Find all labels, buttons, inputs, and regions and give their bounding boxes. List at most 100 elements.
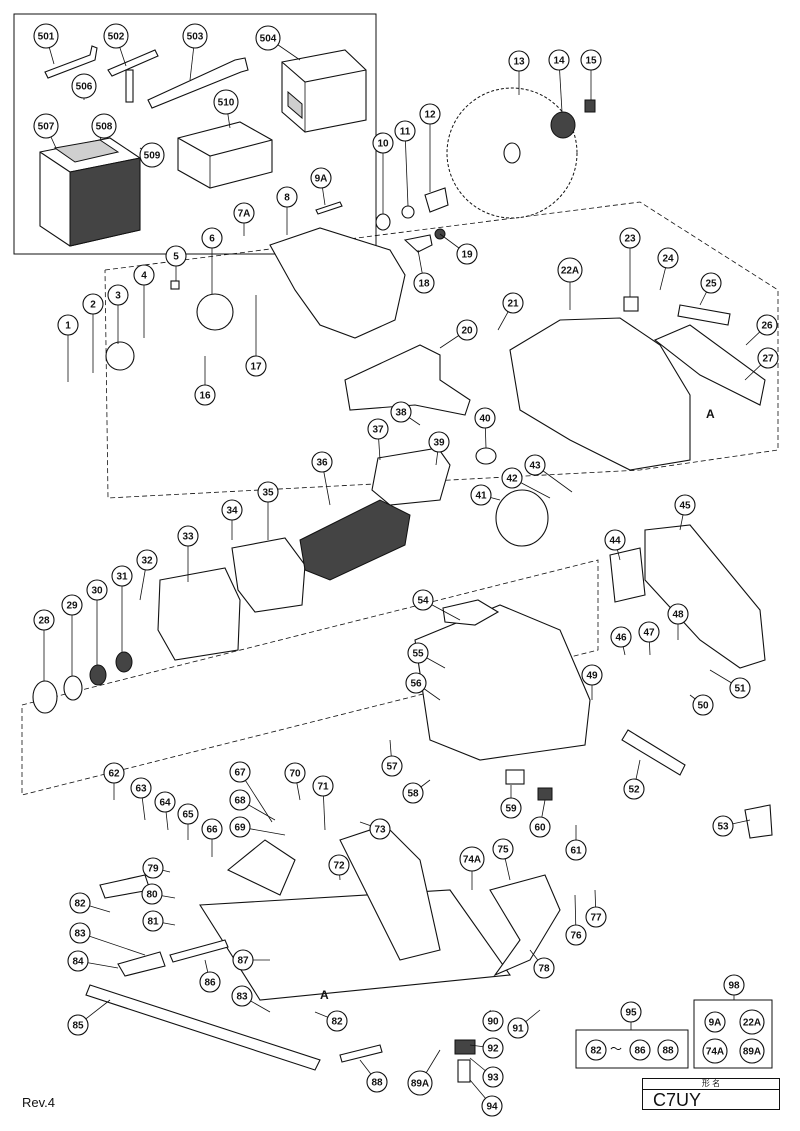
washer-11-drawing <box>401 205 415 219</box>
callout-circle <box>704 1011 726 1033</box>
callout-number: 80 <box>146 890 158 901</box>
callout-circle <box>394 120 416 142</box>
callout-502: 502 <box>103 23 129 67</box>
callout-number: 18 <box>418 279 430 290</box>
callout-number: 10 <box>377 139 389 150</box>
callout-circle <box>142 910 164 932</box>
cord-52-drawing <box>621 729 686 776</box>
callout-30: 30 <box>86 579 108 665</box>
callout-circle <box>107 284 129 306</box>
callout-number: 21 <box>507 299 519 310</box>
callout-circle <box>61 594 83 616</box>
callout-circle <box>739 1038 765 1064</box>
group-95-item-82: 82 <box>585 1039 607 1061</box>
callout-circle <box>312 775 334 797</box>
callout-circle <box>533 957 555 979</box>
callout-number: 85 <box>72 1021 84 1032</box>
callout-circle <box>585 906 607 928</box>
callout-circle <box>756 314 778 336</box>
callout-26: 26 <box>745 314 778 346</box>
callout-84: 84 <box>67 950 119 972</box>
callout-circle <box>565 839 587 861</box>
hex-wrench-501-drawing <box>44 45 98 79</box>
callout-circle <box>500 797 522 819</box>
callout-circle <box>257 481 279 503</box>
callout-circle <box>71 73 97 99</box>
callout-number: 46 <box>615 633 627 644</box>
callout-61: 61 <box>565 825 587 861</box>
ring-10-drawing <box>375 213 391 231</box>
callout-79: 79 <box>142 857 171 879</box>
callout-76: 76 <box>565 894 587 946</box>
callout-circle <box>103 23 129 49</box>
callout-number: 48 <box>672 610 684 621</box>
callout-number: 92 <box>487 1044 499 1055</box>
callout-circle <box>413 272 435 294</box>
callout-circle <box>311 451 333 473</box>
callout-circle <box>700 272 722 294</box>
case-504-drawing <box>281 49 367 133</box>
revision-label: Rev.4 <box>22 1095 55 1110</box>
callout-55: 55 <box>407 642 446 669</box>
callout-circle <box>141 883 163 905</box>
bolt-15-drawing <box>584 99 596 113</box>
callout-number: 75 <box>497 845 509 856</box>
housing-56-drawing <box>414 604 591 761</box>
callout-number: 23 <box>624 234 636 245</box>
callout-number: 95 <box>625 1008 637 1019</box>
group-98-item-89A: 89A <box>739 1038 765 1064</box>
callout-number: 89A <box>411 1079 429 1090</box>
callout-number: 64 <box>159 798 171 809</box>
callout-circle <box>456 243 478 265</box>
callout-number: 72 <box>333 861 345 872</box>
callout-33: 33 <box>177 525 199 582</box>
guard-78-drawing <box>489 874 561 977</box>
callout-number: 19 <box>461 250 473 261</box>
callout-number: 9A <box>709 1018 722 1029</box>
plate-86-drawing <box>169 939 229 963</box>
callout-circle <box>177 803 199 825</box>
callout-number: 16 <box>199 391 211 402</box>
callout-38: 38 <box>390 401 421 426</box>
callout-number: 27 <box>762 354 774 365</box>
gear-cover-22A-drawing <box>509 317 691 471</box>
callout-number: 13 <box>513 57 525 68</box>
bearing-box-6-drawing <box>196 293 234 331</box>
callout-number: 93 <box>487 1073 499 1084</box>
callout-59: 59 <box>500 785 522 819</box>
callout-circle <box>610 626 632 648</box>
bearing-30-drawing <box>89 664 107 686</box>
callout-circle <box>507 1017 529 1039</box>
callout-number: 70 <box>289 769 301 780</box>
callout-number: 63 <box>135 784 147 795</box>
callout-number: 77 <box>590 913 602 924</box>
callout-98: 98 <box>723 974 745 996</box>
callout-number: 88 <box>371 1078 383 1089</box>
callout-number: 45 <box>679 501 691 512</box>
callout-29: 29 <box>61 594 83 676</box>
callout-circle <box>581 664 603 686</box>
callout-number: 44 <box>609 536 621 547</box>
callout-circle <box>201 227 223 249</box>
callout-circle <box>474 407 496 429</box>
callout-circle <box>481 1095 503 1117</box>
collar-23-drawing <box>623 296 639 312</box>
callout-number: 79 <box>147 864 159 875</box>
motor-assembly-boundary <box>21 559 599 796</box>
callout-58: 58 <box>402 779 431 804</box>
callout-circle <box>326 1010 348 1032</box>
callout-number: 83 <box>74 929 86 940</box>
callout-number: 502 <box>108 32 125 43</box>
callout-56: 56 <box>405 672 441 701</box>
callout-circle <box>111 565 133 587</box>
plate-37-drawing <box>371 447 451 506</box>
callout-40: 40 <box>474 407 496 449</box>
callout-number: 55 <box>412 649 424 660</box>
callout-70: 70 <box>284 762 306 801</box>
guide-bar-503-drawing <box>147 57 249 109</box>
callout-number: 66 <box>206 825 218 836</box>
callout-circle <box>33 23 59 49</box>
callout-506: 506 <box>71 73 97 100</box>
